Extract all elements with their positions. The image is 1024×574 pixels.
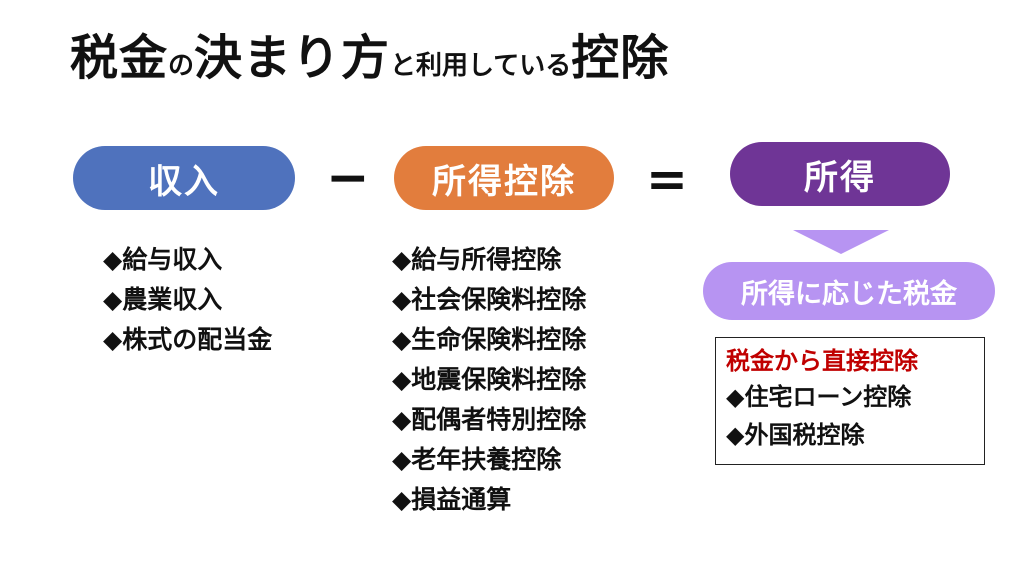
minus-operator: − [326, 148, 370, 208]
tax-credit-heading: 税金から直接控除 [726, 347, 918, 375]
page-title: 税金の決まり方と利用している控除 [70, 34, 669, 82]
title-part-1: 税金 [70, 30, 169, 86]
tax-credit-list: ◆住宅ローン控除 ◆外国税控除 [726, 378, 974, 454]
income-result-pill: 所得 [730, 142, 950, 206]
tax-credit-box: 税金から直接控除 ◆住宅ローン控除 ◆外国税控除 [715, 337, 985, 465]
list-item: ◆配偶者特別控除 [392, 405, 587, 434]
down-arrow-icon [793, 230, 889, 254]
list-item: ◆給与所得控除 [392, 245, 562, 274]
list-item: ◆農業収入 [103, 285, 223, 314]
deduction-pill: 所得控除 [394, 146, 614, 210]
list-item: ◆外国税控除 [726, 421, 865, 449]
equals-operator: = [646, 150, 688, 208]
list-item: ◆生命保険料控除 [392, 325, 587, 354]
tax-label-pill: 所得に応じた税金 [703, 262, 995, 320]
list-item: ◆老年扶養控除 [392, 445, 562, 474]
title-part-3: 決まり方 [194, 30, 391, 86]
income-list: ◆給与収入 ◆農業収入 ◆株式の配当金 [103, 240, 272, 360]
list-item: ◆給与収入 [103, 245, 223, 274]
list-item: ◆地震保険料控除 [392, 365, 587, 394]
title-part-4: と利用している [390, 51, 572, 81]
list-item: ◆損益通算 [392, 485, 512, 514]
list-item: ◆住宅ローン控除 [726, 383, 912, 411]
deduction-list: ◆給与所得控除 ◆社会保険料控除 ◆生命保険料控除 ◆地震保険料控除 ◆配偶者特… [392, 240, 586, 520]
title-part-2: の [168, 51, 195, 81]
title-part-5: 控除 [571, 30, 670, 86]
list-item: ◆社会保険料控除 [392, 285, 587, 314]
income-pill: 収入 [73, 146, 295, 210]
list-item: ◆株式の配当金 [103, 325, 273, 354]
